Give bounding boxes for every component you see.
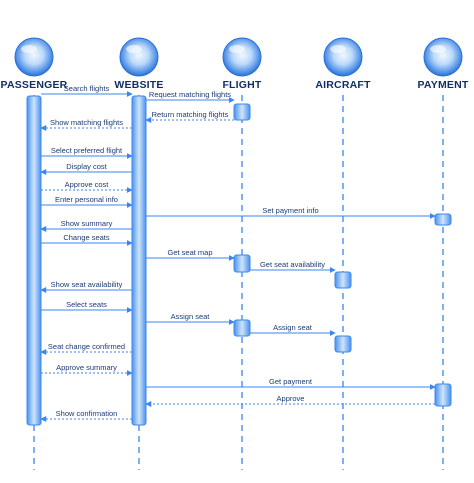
participant-passenger: PASSENGER	[1, 37, 68, 91]
activation-bar-payment	[434, 383, 452, 407]
activation-bar-payment	[434, 213, 452, 226]
activation-bar-flight	[233, 319, 251, 337]
message-label-8: Set payment info	[262, 206, 318, 215]
message-label-0: Search flights	[64, 84, 110, 93]
message-label-3: Show matching flights	[50, 118, 123, 127]
participant-sphere-icon	[119, 37, 159, 77]
sphere-highlight	[126, 45, 142, 53]
message-label-12: Get seat availability	[260, 260, 325, 269]
message-label-20: Approve	[277, 394, 305, 403]
message-label-19: Get payment	[269, 377, 313, 386]
participant-sphere-icon	[222, 37, 262, 77]
message-label-15: Assign seat	[171, 312, 211, 321]
participant-aircraft: AIRCRAFT	[315, 37, 371, 91]
sphere-highlight	[21, 45, 37, 53]
participant-name: AIRCRAFT	[315, 79, 371, 91]
participant-name: PASSENGER	[1, 79, 68, 91]
activation-bar-aircraft	[334, 335, 352, 353]
message-label-6: Approve cost	[65, 180, 110, 189]
participant-name: PAYMENT	[418, 79, 469, 91]
sphere-highlight	[229, 45, 245, 53]
message-label-5: Display cost	[66, 162, 107, 171]
message-label-14: Select seats	[66, 300, 107, 309]
participant-name: WEBSITE	[114, 79, 163, 91]
message-label-7: Enter personal info	[55, 195, 118, 204]
message-label-21: Show confirmation	[56, 409, 118, 418]
message-label-10: Change seats	[63, 233, 110, 242]
message-label-17: Seat change confirmed	[48, 342, 125, 351]
participant-flight: FLIGHT	[222, 37, 262, 91]
message-label-13: Show seat availability	[51, 280, 123, 289]
message-label-4: Select preferred flight	[51, 146, 123, 155]
participant-website: WEBSITE	[114, 37, 163, 91]
message-label-11: Get seat map	[167, 248, 212, 257]
activation-bar-flight	[233, 103, 251, 121]
participant-name: FLIGHT	[222, 79, 261, 91]
sphere-highlight	[430, 45, 446, 53]
activation-bar-flight	[233, 254, 251, 273]
participant-sphere-icon	[423, 37, 463, 77]
participant-sphere-icon	[323, 37, 363, 77]
activation-bar-website	[131, 95, 147, 426]
activation-bar-aircraft	[334, 271, 352, 289]
message-label-16: Assign seat	[273, 323, 313, 332]
sphere-highlight	[330, 45, 346, 53]
participant-payment: PAYMENT	[418, 37, 469, 91]
message-label-1: Request matching flights	[149, 90, 231, 99]
message-label-18: Approve summary	[56, 363, 117, 372]
activation-bar-passenger	[26, 95, 42, 426]
message-label-2: Return matching flights	[152, 110, 229, 119]
participant-sphere-icon	[14, 37, 54, 77]
message-label-9: Show summary	[61, 219, 113, 228]
